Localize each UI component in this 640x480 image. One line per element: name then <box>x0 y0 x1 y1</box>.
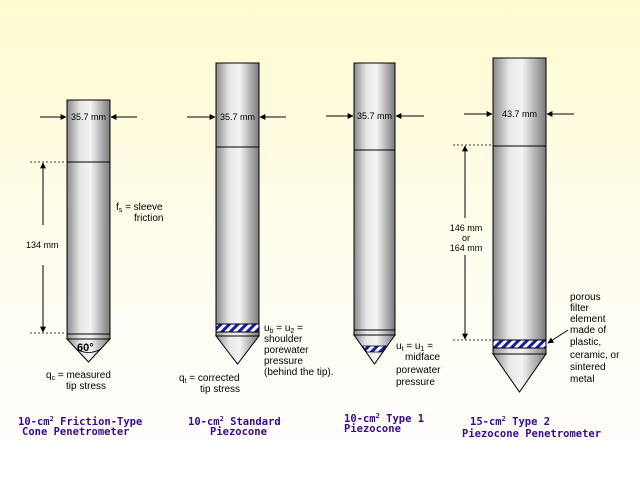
probe1-tip-label-line2: tip stress <box>66 381 107 392</box>
probe3-sensor-line2: porewater <box>396 365 441 376</box>
probe3-caption-line2: Piezocone <box>344 423 401 435</box>
probe1-length: 134 mm <box>26 240 59 250</box>
probe4-filter-line8: metal <box>570 374 595 385</box>
probe4-filter-line2: filter <box>570 303 589 314</box>
probe1-sleeve-label-line2: friction <box>134 213 164 224</box>
probe2-sensor-label: ub = u2 = <box>264 323 303 336</box>
probe3-sensor-label: ut = u1 = <box>396 341 434 354</box>
probe2-sensor-line4: (behind the tip). <box>264 367 334 378</box>
probe-type2-piezocone <box>453 57 574 393</box>
probe4-filter-line5: plastic, <box>570 337 602 348</box>
probe2-tip-label-line2: tip stress <box>200 384 241 395</box>
probe4-length-line2: or <box>461 233 470 243</box>
probe4-caption: 15-cm2 Type 2 <box>470 415 551 428</box>
probe1-sleeve-label: fs = sleeve <box>116 202 163 215</box>
probe4-length-line3: 164 mm <box>449 243 483 253</box>
probe1-diameter: 35.7 mm <box>70 112 106 122</box>
probe-standard-piezocone <box>187 62 286 365</box>
probe-type1-piezocone <box>326 62 424 365</box>
probe4-filter-line7: sintered <box>570 362 606 373</box>
probe2-tip-label: qt = corrected <box>179 373 240 386</box>
probe4-filter-line1: porous <box>570 292 601 303</box>
probe1-tip-label: qc = measured <box>46 370 111 383</box>
probe4-length-line1: 146 mm <box>449 223 483 233</box>
probe3-caption: 10-cm2 Type 1 <box>344 412 425 425</box>
probe3-sensor-line1: midface <box>405 352 441 363</box>
probe4-filter-line4: made of <box>570 325 607 336</box>
probe4-diameter: 43.7 mm <box>501 109 537 119</box>
probe4-filter-line6: ceramic, or <box>570 350 620 361</box>
probe2-caption-line2: Piezocone <box>210 426 267 438</box>
probe2-sensor-line2: porewater <box>264 345 309 356</box>
probe1-caption-line2: Cone Penetrometer <box>22 426 130 438</box>
probe1-caption: 10-cm2 Friction-Type <box>18 415 143 428</box>
probe-friction-cone <box>30 99 137 363</box>
probe2-caption: 10-cm2 Standard <box>188 415 281 428</box>
probe1-cone-angle: 60° <box>77 342 94 354</box>
probe3-diameter: 35.7 mm <box>356 111 392 121</box>
probe4-caption-line2: Piezocone Penetrometer <box>462 428 602 440</box>
probe2-sensor-line1: shoulder <box>264 334 303 345</box>
probe2-sensor-line3: pressure <box>264 356 303 367</box>
probe2-diameter: 35.7 mm <box>219 112 255 122</box>
probe4-filter-line3: element <box>570 314 606 325</box>
probe3-sensor-line3: pressure <box>396 377 435 388</box>
